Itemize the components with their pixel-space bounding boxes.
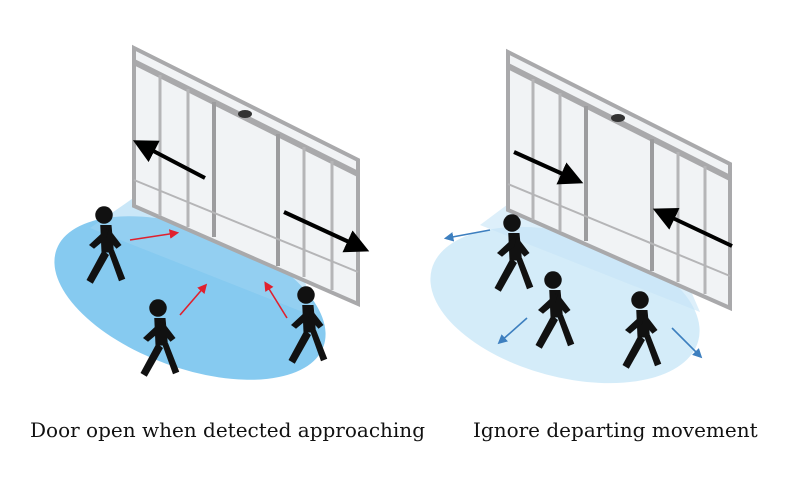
sliding-door-right — [506, 48, 732, 312]
movement-arrow-icon — [129, 229, 180, 241]
movement-arrow-icon — [671, 327, 703, 359]
motion-sensor-icon — [611, 114, 625, 122]
movement-arrow-icon — [443, 229, 491, 242]
door-arrow-right-close — [652, 207, 733, 248]
panel-departing — [430, 48, 733, 384]
door-arrow-right-open — [283, 210, 370, 253]
door-arrow-left-close — [513, 150, 584, 185]
movement-arrow-icon — [264, 281, 288, 319]
door-arrow-left-open — [132, 140, 206, 180]
movement-arrow-icon — [179, 283, 208, 316]
panel-approaching — [54, 44, 370, 380]
motion-sensor-icon — [238, 110, 252, 118]
caption-approaching: Door open when detected approaching — [30, 418, 425, 442]
movement-arrow-icon — [497, 317, 528, 345]
caption-departing: Ignore departing movement — [473, 418, 758, 442]
